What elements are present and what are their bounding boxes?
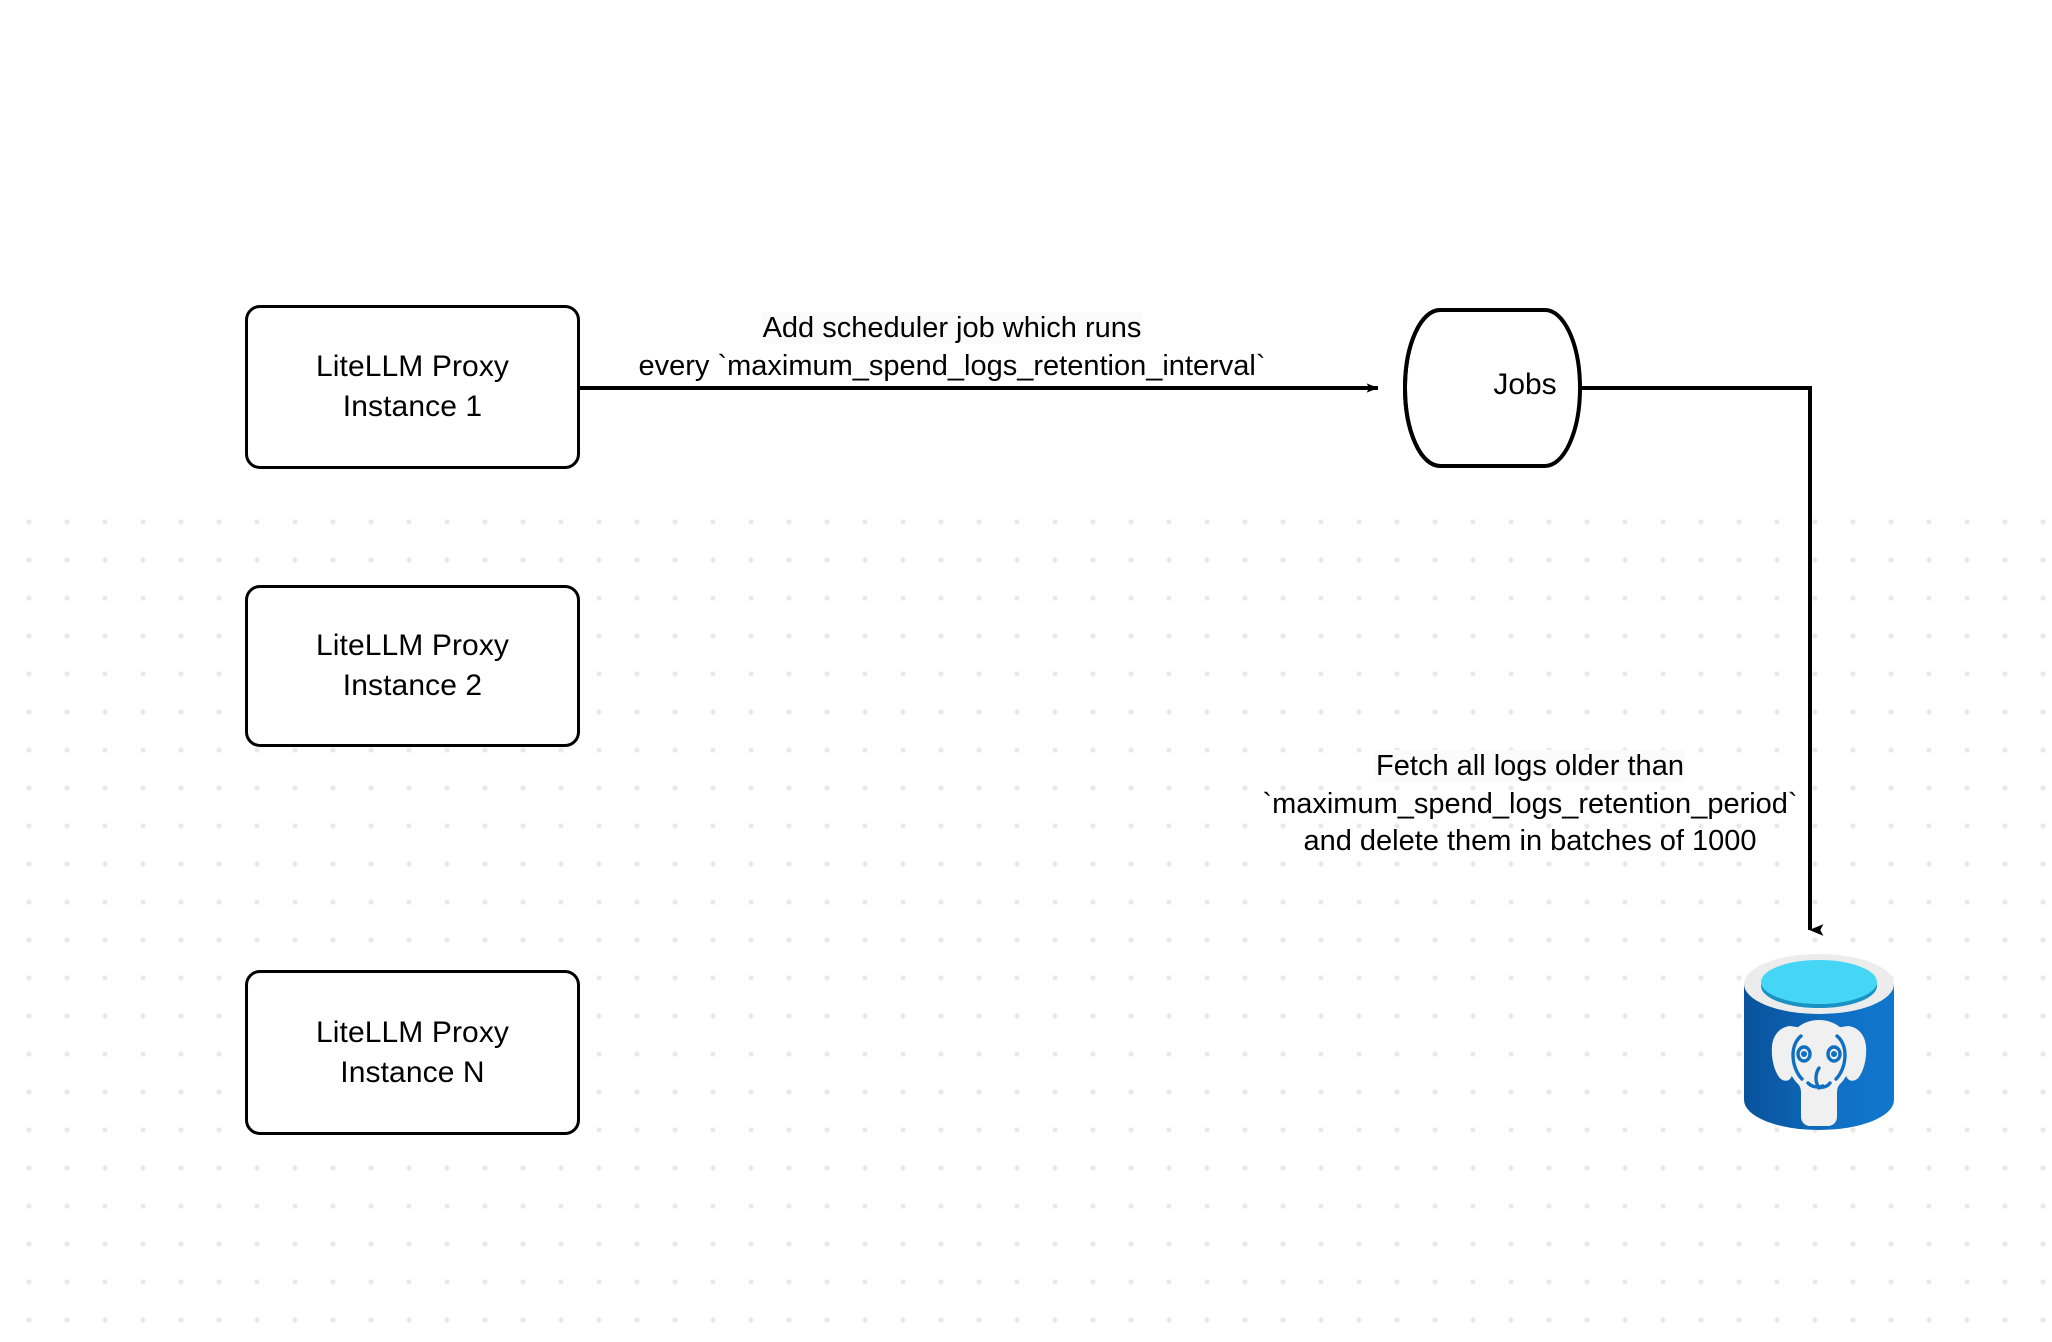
- edge-jobs-to-postgres: [1580, 386, 1824, 936]
- node-litellm-proxy-instance-1[interactable]: LiteLLM Proxy Instance 1: [245, 305, 580, 469]
- node-line-2: Instance 1: [342, 390, 483, 423]
- jobs-cylinder-shape: [1403, 308, 1582, 468]
- edge-label-line-3: and delete them in batches of 1000: [1303, 825, 1757, 858]
- node-litellm-proxy-instance-2[interactable]: LiteLLM Proxy Instance 2: [245, 585, 580, 747]
- node-line-1: LiteLLM Proxy: [315, 629, 510, 663]
- edge-label-line-1: Add scheduler job which runs: [761, 312, 1143, 344]
- edge-label-cleanup: Fetch all logs older than `maximum_spend…: [1240, 748, 1820, 861]
- edge-label-line-2: `maximum_spend_logs_retention_period`: [1262, 787, 1798, 820]
- node-line-1: LiteLLM Proxy: [315, 1015, 510, 1049]
- node-line-2: Instance N: [340, 1055, 485, 1089]
- node-jobs-label: Jobs: [1493, 368, 1557, 401]
- edge-label-line-1: Fetch all logs older than: [1375, 750, 1685, 782]
- postgresql-database-icon: [1744, 954, 1894, 1130]
- node-line-1: LiteLLM Proxy: [315, 350, 510, 384]
- edge-label-line-2: every `maximum_spend_logs_retention_inte…: [638, 349, 1266, 382]
- postgres-elephant-details: [1791, 1034, 1847, 1090]
- edge-label-scheduler: Add scheduler job which runs every `maxi…: [592, 310, 1312, 385]
- node-litellm-proxy-instance-n[interactable]: LiteLLM Proxy Instance N: [245, 970, 580, 1135]
- node-line-2: Instance 2: [342, 669, 483, 702]
